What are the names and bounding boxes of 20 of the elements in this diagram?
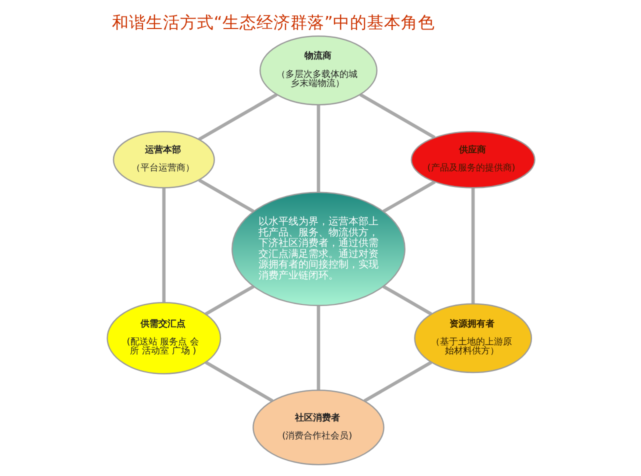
connector: [316, 104, 320, 192]
connector: [382, 180, 436, 213]
connector: [204, 284, 254, 316]
connector: [198, 178, 254, 213]
node-ellipse: 运营本部 （平台运营商）: [112, 130, 214, 188]
connector: [198, 93, 277, 141]
connector: [382, 284, 432, 316]
connector: [359, 93, 435, 139]
node-ellipse: 资源拥有者 （基于土地的上游原始材料供方）: [414, 303, 532, 374]
connector: [204, 360, 273, 402]
connector: [470, 188, 474, 304]
diagram-title: 和谐生活方式“生态经济群落”中的基本角色: [111, 12, 434, 32]
node-ellipse: 供需交汇点 (配送站 服务点 会所 活动室 广场 ): [106, 302, 221, 374]
node-ellipse: 物流商 （多层次多载体的城乡末端物流）: [259, 36, 377, 106]
node-ellipse: 供应商 (产品及服务的提供商): [410, 130, 535, 188]
connector: [316, 306, 320, 390]
connector: [162, 188, 166, 302]
node-ellipse: 社区消费者 (消费合作社会员): [252, 390, 384, 466]
connector: [363, 360, 432, 402]
node-ellipse: 以水平线为界，运营本部上托产品、服务、物流供方，下济社区消费者，通过供需交汇点满足需求。通过对资源拥有者的间接控制，实现消费产业链闭环。: [231, 192, 405, 306]
